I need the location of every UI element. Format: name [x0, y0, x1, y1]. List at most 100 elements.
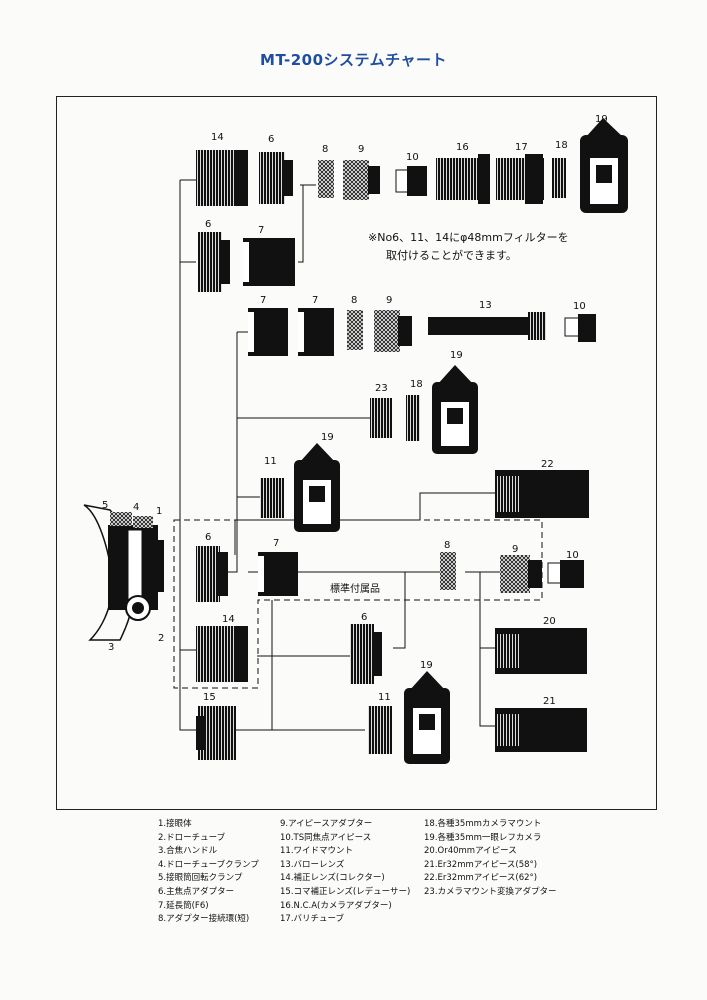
label-19-b: 19	[450, 350, 463, 361]
legend-item: 3.合焦ハンドル	[158, 846, 218, 857]
label-9-top: 9	[358, 144, 364, 155]
camera-19-top	[580, 118, 628, 213]
label-19-c: 19	[321, 432, 334, 443]
label-18-b: 18	[410, 379, 423, 390]
component-6-second	[198, 232, 230, 292]
standard-accessories-box	[173, 519, 543, 689]
label-3: 3	[108, 642, 114, 653]
legend-item: 20.Or40mmアイピース	[424, 846, 517, 857]
camera-19-c	[294, 443, 340, 532]
legend-item: 7.延長筒(F6)	[158, 900, 209, 911]
standard-accessories-label: 標準付属品	[330, 582, 380, 595]
label-16: 16	[456, 142, 469, 153]
label-14-std: 14	[222, 614, 235, 625]
legend-item: 22.Er32mmアイピース(62°)	[424, 873, 538, 884]
label-11-b: 11	[378, 692, 391, 703]
component-7-b	[298, 308, 334, 356]
component-17	[496, 154, 544, 204]
legend-item: 10.TS同焦点アイピース	[280, 832, 372, 843]
legend-item: 19.各種35mm一眼レフカメラ	[424, 832, 542, 843]
label-6-second: 6	[205, 219, 211, 230]
legend-item: 14.補正レンズ(コレクター)	[280, 873, 385, 884]
legend-item: 8.アダプター接続環(短)	[158, 914, 250, 925]
component-9-b	[374, 310, 412, 352]
component-8-top	[318, 160, 334, 198]
legend-item: 16.N.C.A(カメラアダプター)	[280, 900, 392, 911]
component-11-b	[368, 706, 392, 754]
component-7-std	[258, 552, 298, 596]
legend-column-2: 9.アイピースアダプター 10.TS同焦点アイピース 11.ワイドマウント 13…	[280, 818, 410, 927]
component-14-top	[196, 150, 248, 206]
label-10-b: 10	[573, 301, 586, 312]
label-6-std: 6	[205, 532, 211, 543]
component-13	[428, 312, 546, 340]
legend-item: 23.カメラマウント変換アダプター	[424, 886, 557, 897]
legend-item: 5.接眼筒回転クランプ	[158, 873, 243, 884]
legend-item: 15.コマ補正レンズ(レデューサー)	[280, 886, 411, 897]
component-8-std	[440, 552, 456, 590]
legend-column-3: 18.各種35mmカメラマウント 19.各種35mm一眼レフカメラ 20.Or4…	[424, 818, 557, 900]
filter-note-line2: 取付けることができます。	[386, 248, 517, 262]
component-10-b	[564, 314, 596, 342]
label-7-std: 7	[273, 538, 279, 549]
label-9-std: 9	[512, 544, 518, 555]
label-11-a: 11	[264, 456, 277, 467]
component-18-top	[552, 158, 566, 198]
label-22: 22	[541, 459, 554, 470]
label-18-top: 18	[555, 140, 568, 151]
label-8-b: 8	[351, 295, 357, 306]
component-11-a	[260, 478, 284, 518]
legend-item: 17.バリチューブ	[280, 914, 345, 925]
label-19-d: 19	[420, 660, 433, 671]
label-6-c: 6	[361, 612, 367, 623]
component-20	[495, 628, 587, 674]
filter-note-line1: ※No6、11、14にφ48mmフィルターを	[368, 231, 569, 244]
camera-19-d	[404, 671, 450, 764]
legend-item: 11.ワイドマウント	[280, 846, 354, 857]
component-23	[370, 398, 392, 438]
label-23: 23	[375, 383, 388, 394]
camera-19-b	[432, 365, 478, 454]
legend-item: 13.バローレンズ	[280, 859, 345, 870]
label-7-b: 7	[312, 295, 318, 306]
label-10-std: 10	[566, 550, 579, 561]
legend-item: 2.ドローチューブ	[158, 832, 226, 843]
legend-item: 21.Er32mmアイピース(58°)	[424, 859, 538, 870]
component-14-std	[196, 626, 248, 682]
legend-item: 1.接眼体	[158, 819, 192, 829]
legend-column-1: 1.接眼体 2.ドローチューブ 3.合焦ハンドル 4.ドローチューブクランプ 5…	[158, 818, 259, 927]
component-22	[495, 470, 589, 518]
label-15: 15	[203, 692, 216, 703]
component-18-b	[406, 395, 420, 441]
label-10-top: 10	[406, 152, 419, 163]
component-6-c	[350, 624, 382, 684]
label-20: 20	[543, 616, 556, 627]
label-1: 1	[156, 506, 162, 517]
label-5: 5	[102, 500, 108, 511]
legend-item: 6.主焦点アダプター	[158, 886, 235, 897]
connector-lines	[179, 179, 500, 731]
eyepiece-body	[83, 504, 164, 641]
label-9-b: 9	[386, 295, 392, 306]
legend-item: 4.ドローチューブクランプ	[158, 859, 259, 870]
component-9-std	[500, 555, 542, 593]
component-8-b	[347, 310, 363, 350]
component-7-second	[243, 238, 295, 286]
label-19-top: 19	[595, 114, 608, 125]
component-6-std	[196, 546, 228, 602]
label-4: 4	[133, 502, 139, 513]
component-6-top	[259, 152, 293, 204]
label-2: 2	[158, 633, 164, 644]
label-8-top: 8	[322, 144, 328, 155]
label-14-top: 14	[211, 132, 224, 143]
label-7-second: 7	[258, 225, 264, 236]
label-21: 21	[543, 696, 556, 707]
label-7-a: 7	[260, 295, 266, 306]
component-9-top	[343, 160, 380, 200]
legend-item: 18.各種35mmカメラマウント	[424, 819, 542, 829]
label-6-top: 6	[268, 134, 274, 145]
component-16	[436, 154, 490, 204]
component-10-std	[547, 560, 584, 588]
label-17: 17	[515, 142, 528, 153]
